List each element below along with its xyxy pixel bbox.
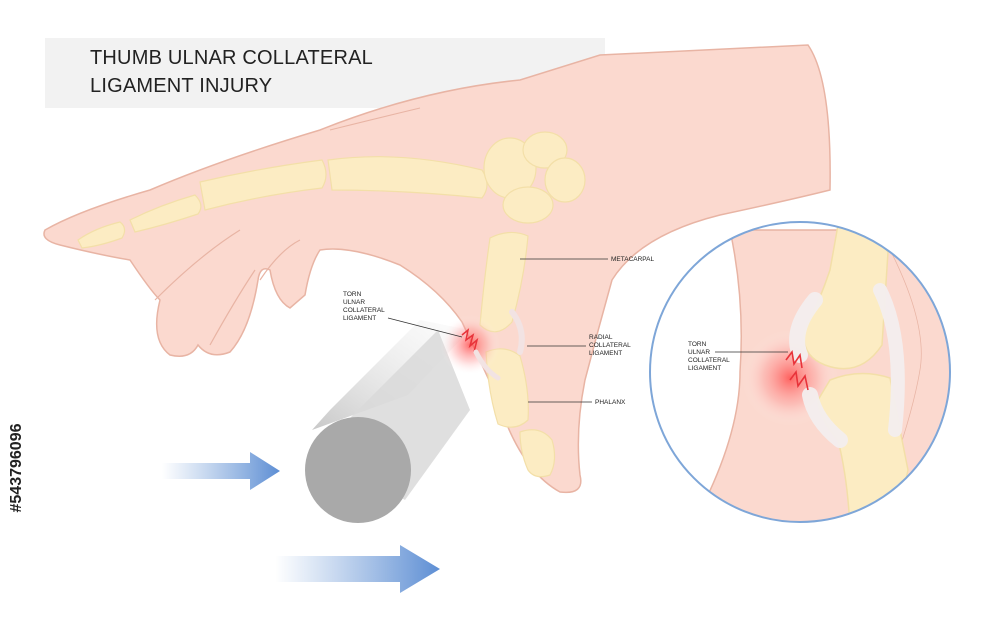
- label-torn-line-2: ULNAR: [343, 299, 365, 306]
- torn-ligament-mark: [461, 328, 479, 353]
- inset-label-line-2: ULNAR: [688, 349, 710, 356]
- stock-id: #543796096: [6, 388, 28, 548]
- labels: METACARPAL TORN ULNAR COLLATERAL LIGAMEN…: [343, 256, 654, 406]
- label-phalanx: PHALANX: [595, 399, 626, 406]
- pole-end: [305, 417, 411, 523]
- inset-label-line-3: COLLATERAL: [688, 357, 730, 364]
- label-torn-line-4: LIGAMENT: [343, 315, 376, 322]
- inset-label-line-1: TORN: [688, 341, 707, 348]
- label-radial-line-1: RADIAL: [589, 334, 613, 341]
- title-line-2: LIGAMENT INJURY: [90, 75, 273, 97]
- pole: [305, 320, 470, 523]
- label-radial-line-3: LIGAMENT: [589, 350, 622, 357]
- force-arrow-upper: [162, 452, 280, 490]
- bones: [77, 131, 586, 478]
- injury-site: [440, 309, 525, 381]
- title-line-1: THUMB ULNAR COLLATERAL: [90, 47, 373, 69]
- force-arrow-lower: [275, 545, 440, 593]
- label-torn-line-3: COLLATERAL: [343, 307, 385, 314]
- inset-ring: [649, 221, 951, 523]
- label-metacarpal: METACARPAL: [611, 256, 654, 263]
- hand: [43, 44, 831, 494]
- label-torn-line-1: TORN: [343, 291, 362, 298]
- inset-label-line-4: LIGAMENT: [688, 365, 721, 372]
- inset-magnification: TORN ULNAR COLLATERAL LIGAMENT: [649, 221, 951, 523]
- label-radial-line-2: COLLATERAL: [589, 342, 631, 349]
- force-arrows: [162, 452, 440, 593]
- stock-id-text: #543796096: [8, 423, 25, 513]
- radial-ligament: [509, 309, 525, 355]
- diagram-title: THUMB ULNAR COLLATERAL LIGAMENT INJURY: [90, 44, 373, 100]
